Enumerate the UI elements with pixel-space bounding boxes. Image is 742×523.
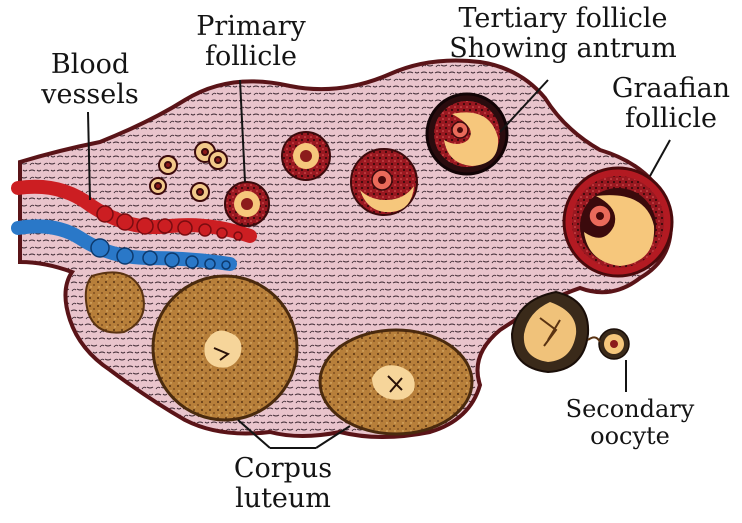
label-secondary-oocyte: Secondary oocyte — [565, 395, 695, 450]
label-primary-follicle: Primary follicle — [196, 11, 306, 72]
ruptured-follicle — [510, 290, 590, 374]
secondary-follicle — [281, 131, 331, 181]
artery-coils — [96, 205, 243, 241]
vein-coils — [90, 238, 231, 270]
developing-antrum-follicle — [350, 148, 418, 216]
tertiary-follicle — [425, 92, 509, 176]
corpus-luteum-small — [84, 271, 145, 334]
leader-lines — [87, 79, 671, 449]
corpus-luteum-large — [151, 274, 299, 422]
leader-graafian-follicle — [649, 139, 671, 177]
primary-follicle — [224, 181, 270, 227]
artery — [11, 179, 257, 243]
leader-tertiary-follicle — [499, 79, 549, 133]
label-blood-vessels: Blood vessels — [41, 49, 139, 110]
leader-blood-vessels — [87, 111, 91, 201]
label-graafian-follicle: Graafian follicle — [611, 73, 731, 134]
primordial-follicles — [149, 141, 228, 202]
secondary-oocyte — [587, 328, 630, 360]
leader-primary-follicle — [239, 79, 246, 183]
leader-corpus-luteum — [237, 419, 351, 449]
graafian-follicle — [562, 166, 674, 278]
label-corpus-luteum: Corpus luteum — [233, 453, 333, 514]
corpus-luteum-medium — [318, 328, 474, 436]
label-tertiary-follicle: Tertiary follicle Showing antrum — [449, 3, 677, 64]
